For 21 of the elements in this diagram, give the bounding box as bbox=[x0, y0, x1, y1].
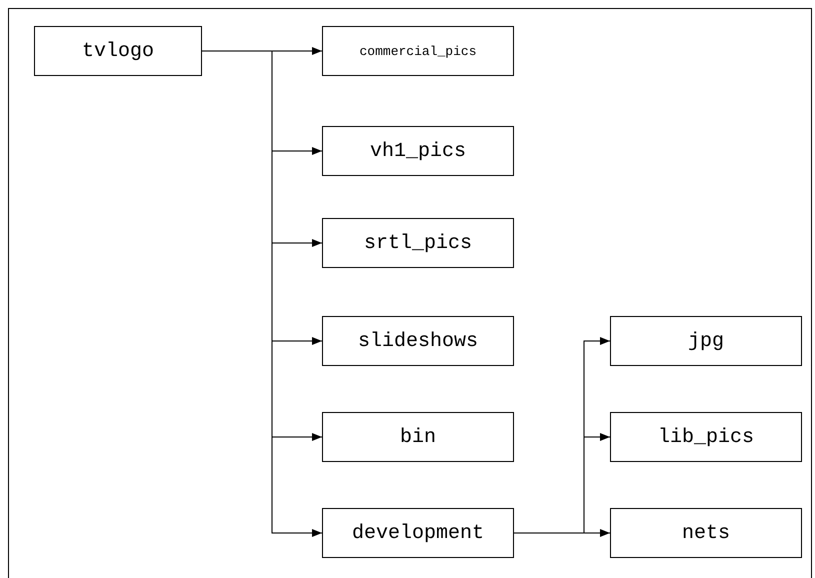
folder-name: nets bbox=[682, 522, 730, 544]
folder-box bbox=[610, 508, 802, 558]
folder-name: srtl_pics bbox=[364, 232, 472, 254]
folder-name: vh1_pics bbox=[370, 140, 466, 162]
folder-name: development bbox=[352, 522, 484, 544]
folder-name: slideshows bbox=[358, 330, 478, 352]
folder-name: bin bbox=[400, 426, 436, 448]
folder-box bbox=[34, 26, 202, 76]
folder-box bbox=[322, 508, 514, 558]
folder-box bbox=[322, 26, 514, 76]
folder-box bbox=[322, 412, 514, 462]
folder-name: lib_pics bbox=[658, 426, 754, 448]
arrow bbox=[514, 529, 610, 537]
folder-box bbox=[322, 316, 514, 366]
folder-box bbox=[322, 218, 514, 268]
folder-box bbox=[610, 316, 802, 366]
folder-name: jpg bbox=[688, 330, 724, 352]
folder-box bbox=[610, 412, 802, 462]
folder-name: commercial_pics bbox=[359, 44, 477, 58]
folder-name: tvlogo bbox=[82, 40, 154, 62]
folder-box bbox=[322, 126, 514, 176]
